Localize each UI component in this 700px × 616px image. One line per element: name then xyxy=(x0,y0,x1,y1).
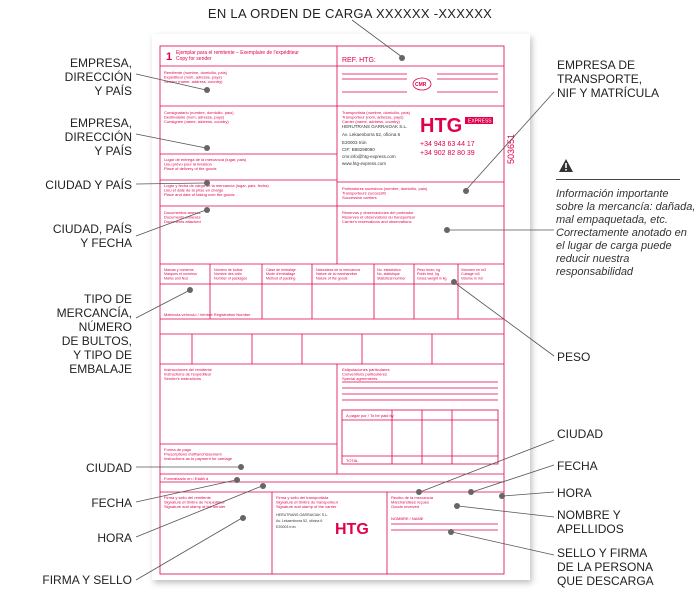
callout-hora-right: HORA xyxy=(557,486,592,500)
callout-hora-left: HORA xyxy=(97,531,132,545)
field-2-label: Consignatario (nombre, domicilio, país)D… xyxy=(164,110,234,124)
callout-ciudad-left: CIUDAD xyxy=(85,461,132,475)
cmr-form: 1 Ejemplar para el remitente – Exemplair… xyxy=(159,45,516,575)
cmr-document: 1 Ejemplar para el remitente – Exemplair… xyxy=(152,34,530,580)
serial-number: 503651 xyxy=(506,134,516,164)
field-20-label: A pagar por / To be paid by xyxy=(346,413,394,418)
callout-fecha-left: FECHA xyxy=(91,496,132,510)
warning-icon xyxy=(558,158,574,174)
callout-ciudad-pais: CIUDAD Y PAÍS xyxy=(45,178,132,192)
page-title: EN LA ORDEN DE CARGA XXXXXX -XXXXXX xyxy=(207,6,493,21)
brand-sub: EXPRESS xyxy=(468,119,492,125)
callout-empresa-2: EMPRESA, DIRECCIÓN Y PAÍS xyxy=(64,116,132,158)
brand-logo-bottom: HTG xyxy=(335,521,369,538)
brand-logo: HTG xyxy=(420,115,462,137)
callout-transporte: EMPRESA DE TRANSPORTE, NIF Y MATRÍCULA xyxy=(557,58,660,100)
callout-peso: PESO xyxy=(557,350,591,364)
carrier-sign-name: HERUTRANS GARRAIOAK S.L. xyxy=(276,513,328,517)
copy-number: 1 xyxy=(166,51,172,63)
copy-title-en: Copy for sender xyxy=(176,56,212,62)
company-city: E20003 Irún xyxy=(342,140,367,145)
callout-sello-descarga: SELLO Y FIRMA DE LA PERSONA QUE DESCARGA xyxy=(557,546,654,588)
field-17-label: Porteadores sucesivos (nombre, domicilio… xyxy=(342,186,428,200)
tel-1: +34 943 63 44 17 xyxy=(420,141,475,148)
field-3-label: Lugar de entrega de la mercancía (lugar,… xyxy=(164,157,247,171)
company-email: cmr.info@htg-express.com xyxy=(342,154,396,159)
copy-title-es: Ejemplar para el remitente – Exemplaire … xyxy=(176,50,299,56)
nombre-label: NOMBRE / NAME xyxy=(391,516,424,521)
callout-mercancia: TIPO DE MERCANCÍA, NÚMERO DE BULTOS, Y T… xyxy=(56,292,132,376)
warning-divider xyxy=(556,179,680,180)
field-21-label: Formalizado en / Etabli à xyxy=(164,476,209,481)
company-name: HERUTRANS GARRAIOAK S.L. xyxy=(342,124,407,129)
field-1-label: Remitente (nombre, domicilio, país)Expéd… xyxy=(164,70,228,84)
ref-label: REF. HTG: xyxy=(342,57,376,64)
field-16-label: Transportista (nombre, domicilio, país)T… xyxy=(342,110,411,124)
field-4-label: Lugar y fecha de carga de la mercancía (… xyxy=(164,183,269,197)
info-text: Información importante sobre la mercancí… xyxy=(556,188,696,278)
carrier-sign-street: Av. Lekaenborra 52, oficina 6 xyxy=(276,519,322,523)
total-label: TOTAL xyxy=(346,458,359,463)
callout-ciudad-right: CIUDAD xyxy=(557,427,604,441)
company-street: Av. Lekaenborra 52, oficina 6 xyxy=(342,132,401,137)
matricula-label: Matrícula vehículo / Vehicle Registratio… xyxy=(164,312,251,317)
carrier-sign-city: E20003 Irún xyxy=(276,525,296,529)
cmr-logo: CMR xyxy=(415,82,427,88)
callout-fecha-right: FECHA xyxy=(557,459,598,473)
callout-firma-sello: FIRMA Y SELLO xyxy=(42,573,132,587)
form-frame xyxy=(159,45,505,575)
tel-2: +34 902 82 80 39 xyxy=(420,150,475,157)
company-cif: CIF: B88298080 xyxy=(342,147,375,152)
callout-nombre: NOMBRE Y APELLIDOS xyxy=(557,508,624,536)
callout-empresa-1: EMPRESA, DIRECCIÓN Y PAÍS xyxy=(64,56,132,98)
callout-ciudad-pais-fecha: CIUDAD, PAÍS Y FECHA xyxy=(52,222,132,250)
company-web: www.htg-express.com xyxy=(342,161,386,166)
